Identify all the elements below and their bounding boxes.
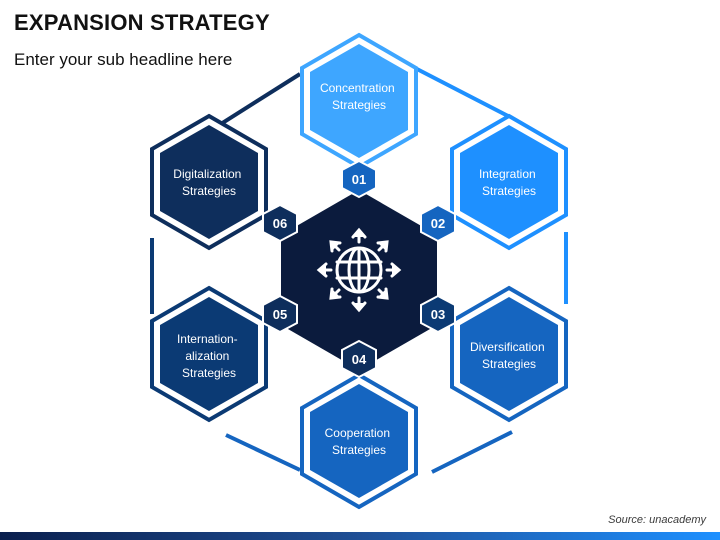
hexagon-04-line-2: Strategies bbox=[332, 443, 386, 457]
hexagon-02: Integration Strategies bbox=[450, 113, 568, 251]
svg-text:Concentration Strategies: Concentration Strategies bbox=[320, 81, 398, 112]
badge-06-number: 06 bbox=[273, 216, 287, 231]
hexagon-06-line-1: Digitalization bbox=[173, 167, 241, 181]
hexagon-02-line-1: Integration bbox=[479, 167, 536, 181]
badge-03: 03 bbox=[420, 294, 456, 334]
hexagon-06-line-2: Strategies bbox=[182, 184, 236, 198]
badge-01: 01 bbox=[341, 159, 377, 199]
page-subtitle: Enter your sub headline here bbox=[14, 50, 233, 69]
page-title: EXPANSION STRATEGY bbox=[14, 10, 270, 35]
badge-04: 04 bbox=[341, 339, 377, 379]
badge-05: 05 bbox=[262, 294, 298, 334]
badge-05-number: 05 bbox=[273, 307, 287, 322]
bottom-accent-bar bbox=[0, 532, 720, 540]
badge-02: 02 bbox=[420, 203, 456, 243]
connector-top-right bbox=[414, 66, 513, 120]
badge-04-number: 04 bbox=[352, 352, 367, 367]
globe-with-arrows-icon bbox=[316, 227, 402, 313]
badge-01-number: 01 bbox=[352, 172, 366, 187]
hexagon-01-line-2: Strategies bbox=[332, 98, 386, 112]
connector-lines bbox=[150, 66, 568, 474]
badge-06: 06 bbox=[262, 203, 298, 243]
svg-text:Integration Strategies: Integration Strategies bbox=[479, 167, 539, 198]
badge-02-number: 02 bbox=[431, 216, 445, 231]
connector-bottom-left bbox=[225, 433, 301, 472]
svg-text:Internation- alization: Internation- alization Strategies bbox=[177, 332, 241, 380]
hexagon-03: Diversification Strategies bbox=[450, 285, 568, 423]
hexagon-05-line-2: alization bbox=[185, 349, 229, 363]
hexagon-05: Internation- alization Strategies bbox=[150, 285, 268, 423]
hexagon-04-line-1: Cooperation bbox=[325, 426, 390, 440]
svg-text:Diversification Strategi: Diversification Strategies bbox=[470, 340, 548, 371]
hexagon-04: Cooperation Strategies bbox=[300, 372, 418, 510]
hexagon-06: Digitalization Strategies bbox=[150, 113, 268, 251]
hexagon-05-line-3: Strategies bbox=[182, 366, 236, 380]
connector-bottom-right bbox=[431, 430, 513, 474]
svg-text:Digitalization Strategie: Digitalization Strategies bbox=[173, 167, 244, 198]
badge-03-number: 03 bbox=[431, 307, 445, 322]
hexagon-03-line-2: Strategies bbox=[482, 357, 536, 371]
hexagon-03-line-1: Diversification bbox=[470, 340, 545, 354]
hexagon-05-line-1: Internation- bbox=[177, 332, 238, 346]
hexagon-01-line-1: Concentration bbox=[320, 81, 395, 95]
source-note: Source: unacademy bbox=[608, 514, 706, 526]
svg-text:Cooperation Strategies: Cooperation Strategies bbox=[325, 426, 394, 457]
hexagon-02-line-2: Strategies bbox=[482, 184, 536, 198]
hexagon-01: Concentration Strategies bbox=[300, 32, 418, 170]
